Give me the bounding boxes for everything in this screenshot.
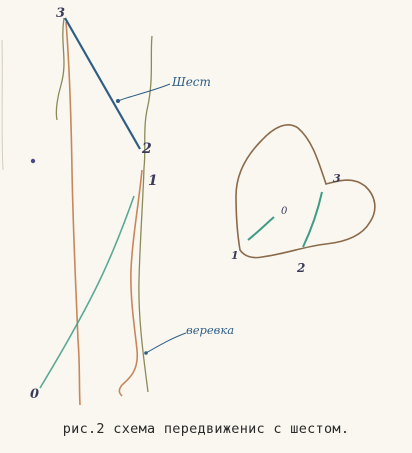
orange-line-right: [118, 169, 143, 397]
orange-line-left: [65, 21, 81, 406]
rope-right-olive: [138, 35, 153, 393]
point-2-label: 2: [141, 141, 152, 157]
rope-left-olive: [55, 17, 65, 121]
rope-pointer: [145, 332, 187, 354]
teal-diagonal: [39, 195, 135, 389]
margin-stroke: [1, 39, 4, 171]
pole-label: Шест: [171, 75, 211, 89]
point-3-label: 3: [56, 6, 65, 21]
point-1-label: 1: [148, 173, 158, 189]
point-0-label: 0: [30, 387, 39, 402]
inset-point-3-label: 3: [333, 172, 341, 185]
inset-stroke-3-2: [302, 191, 323, 248]
inset-outline: [235, 124, 376, 259]
rope-pointer-dot: [144, 351, 148, 355]
inset-point-2-label: 2: [296, 261, 305, 275]
ink-dot: [30, 158, 36, 164]
pole-line: [64, 17, 141, 150]
pole-pointer: [117, 83, 171, 102]
rope-label: веревка: [186, 323, 234, 337]
inset-point-0-label: 0: [281, 206, 288, 217]
inset-point-1-label: 1: [231, 249, 239, 262]
pole-pointer-dot: [116, 99, 120, 103]
inset-stroke-0-1: [247, 216, 275, 241]
figure-caption: рис.2 схема передвиженис с шестом.: [62, 421, 350, 437]
